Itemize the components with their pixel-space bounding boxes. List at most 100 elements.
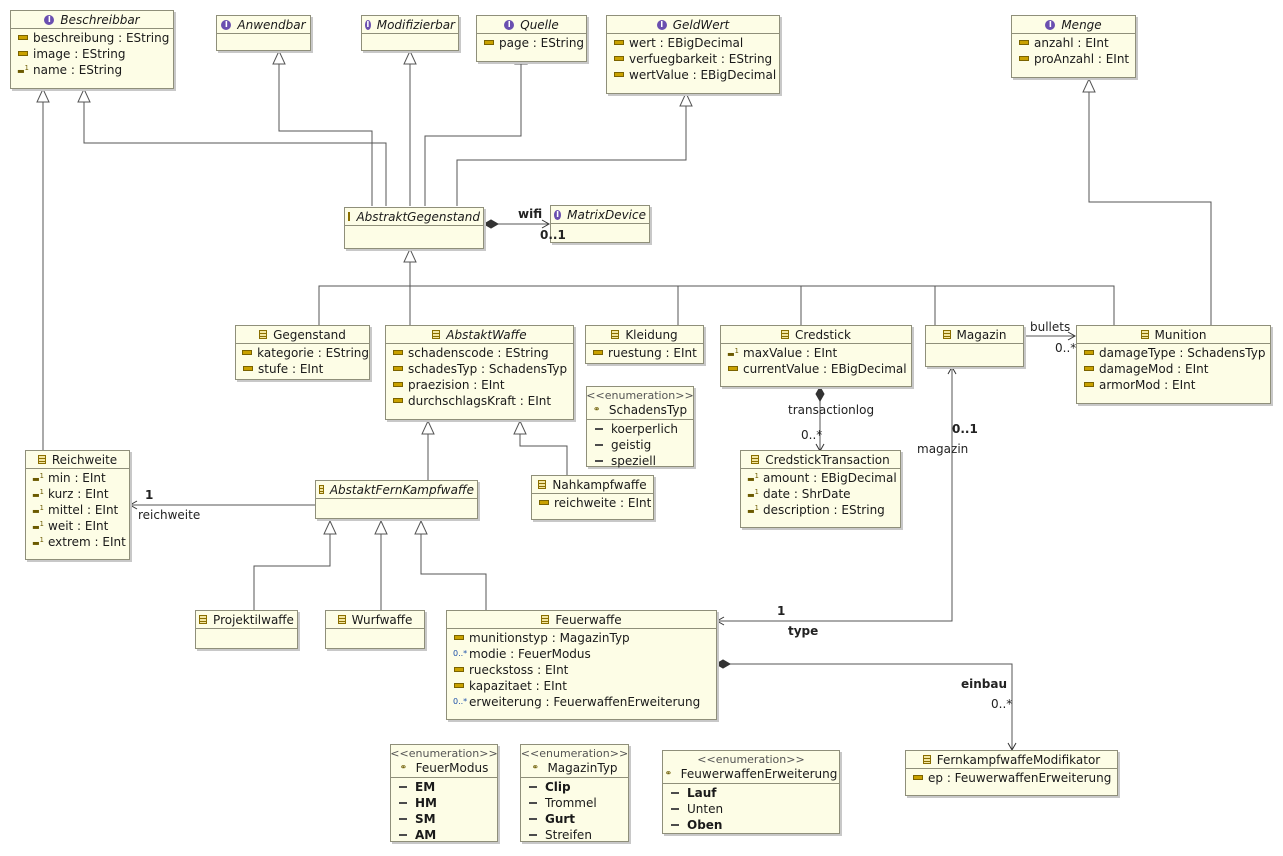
attribute-row[interactable]: reichweite : EInt xyxy=(532,495,653,511)
attribute-row[interactable]: damageType : SchadensTyp xyxy=(1077,345,1270,361)
literal-row[interactable]: Trommel xyxy=(521,795,628,811)
key-attribute-icon: ▬1 xyxy=(32,536,44,548)
literal-row[interactable]: Lauf xyxy=(663,785,839,801)
literal-row[interactable]: Oben xyxy=(663,817,839,833)
class-wurfwaffe[interactable]: Wurfwaffe xyxy=(325,610,425,649)
attribute-row[interactable]: armorMod : EInt xyxy=(1077,377,1270,393)
class-kleidung[interactable]: Kleidung ruestung : EInt xyxy=(585,325,704,364)
attribute-icon xyxy=(453,665,464,675)
attribute-row[interactable]: anzahl : EInt xyxy=(1012,35,1135,51)
attribute-row[interactable]: 0..*erweiterung : FeuerwaffenErweiterung xyxy=(447,694,716,710)
literal-icon xyxy=(399,834,407,836)
literal-row[interactable]: AM xyxy=(391,827,497,843)
enum-schadenstyp[interactable]: <<enumeration>>⚭SchadensTyp koerperlich … xyxy=(586,386,694,469)
literal-row[interactable]: speziell xyxy=(587,453,693,469)
class-nahkampfwaffe[interactable]: Nahkampfwaffe reichweite : EInt xyxy=(531,475,654,520)
attribute-label: durchschlagsKraft : EInt xyxy=(408,394,552,408)
enum-magazintyp[interactable]: <<enumeration>>⚭MagazinTyp Clip Trommel … xyxy=(520,744,629,842)
association-einbau xyxy=(730,663,1013,750)
class-abstaktfernkampfwaffe[interactable]: AbstaktFernKampfwaffe xyxy=(315,480,478,519)
class-feuerwaffe[interactable]: Feuerwaffe munitionstyp : MagazinTyp 0..… xyxy=(446,610,717,720)
class-magazin[interactable]: Magazin xyxy=(925,325,1024,367)
attribute-row[interactable]: page : EString xyxy=(477,35,586,51)
attribute-row[interactable]: damageMod : EInt xyxy=(1077,361,1270,377)
class-abstraktgegenstand[interactable]: AbstraktGegenstand xyxy=(344,207,484,249)
edge-multiplicity-reichweite: 1 xyxy=(145,488,154,502)
class-gegenstand[interactable]: Gegenstand kategorie : EString stufe : E… xyxy=(235,325,370,380)
node-name: Quelle xyxy=(520,17,559,32)
attribute-row[interactable]: 0..*modie : FeuerModus xyxy=(447,646,716,662)
interface-quelle[interactable]: I Quelle page : EString xyxy=(476,15,587,62)
attribute-icon xyxy=(242,348,252,358)
literal-row[interactable]: geistig xyxy=(587,437,693,453)
literal-row[interactable]: HM xyxy=(391,795,497,811)
literal-row[interactable]: Clip xyxy=(521,779,628,795)
attribute-row[interactable]: kapazitaet : EInt xyxy=(447,678,716,694)
literal-row[interactable]: Gurt xyxy=(521,811,628,827)
enum-feuwerwaffenerweiterung[interactable]: <<enumeration>>⚭FeuwerwaffenErweiterung … xyxy=(662,750,840,834)
attribute-row[interactable]: stufe : EInt xyxy=(236,361,369,377)
generalization-arrowhead xyxy=(77,87,91,103)
navigation-arrowhead xyxy=(715,616,725,626)
literal-label: speziell xyxy=(611,454,656,468)
node-name: Munition xyxy=(1154,327,1207,342)
attribute-row[interactable]: image : EString xyxy=(11,46,173,62)
node-name: FeuerModus xyxy=(415,760,489,775)
literal-row[interactable]: Unten xyxy=(663,801,839,817)
class-abstaktwaffe[interactable]: AbstaktWaffe schadenscode : EString scha… xyxy=(385,325,574,420)
interface-icon: I xyxy=(504,19,515,30)
attribute-label: ruestung : EInt xyxy=(608,346,697,360)
key-attribute-icon: ▬1 xyxy=(32,472,44,484)
class-icon xyxy=(751,455,760,464)
attribute-row[interactable]: kategorie : EString xyxy=(236,345,369,361)
attribute-row[interactable]: wert : EBigDecimal xyxy=(607,35,779,51)
class-fernkampfwaffemodifikator[interactable]: FernkampfwaffeModifikator ep : Feuwerwaf… xyxy=(905,750,1118,796)
attribute-row[interactable]: wertValue : EBigDecimal xyxy=(607,67,779,83)
attribute-icon xyxy=(1018,54,1029,64)
attribute-row[interactable]: rueckstoss : EInt xyxy=(447,662,716,678)
node-name: CredstickTransaction xyxy=(765,452,890,467)
key-attribute-icon: ▬1 xyxy=(17,64,29,76)
literal-row[interactable]: koerperlich xyxy=(587,421,693,437)
class-munition[interactable]: Munition damageType : SchadensTyp damage… xyxy=(1076,325,1271,404)
attribute-row[interactable]: verfuegbarkeit : EString xyxy=(607,51,779,67)
edge-label-bullets: bullets xyxy=(1030,320,1071,334)
attribute-row[interactable]: beschreibung : EString xyxy=(11,30,173,46)
enum-feuermodus[interactable]: <<enumeration>>⚭FeuerModus EM HM SM AM xyxy=(390,744,498,842)
literal-row[interactable]: Streifen xyxy=(521,827,628,843)
attribute-row[interactable]: ruestung : EInt xyxy=(586,345,703,361)
attribute-row[interactable]: praezision : EInt xyxy=(386,377,573,393)
class-projektilwaffe[interactable]: Projektilwaffe xyxy=(195,610,298,649)
attribute-row[interactable]: munitionstyp : MagazinTyp xyxy=(447,630,716,646)
generalization-edge xyxy=(278,64,373,206)
attribute-row[interactable]: schadenscode : EString xyxy=(386,345,573,361)
attribute-row[interactable]: ep : FeuwerwaffenErweiterung xyxy=(906,770,1117,786)
literal-row[interactable]: EM xyxy=(391,779,497,795)
attribute-row[interactable]: proAnzahl : EInt xyxy=(1012,51,1135,67)
node-name: Gegenstand xyxy=(273,327,346,342)
literal-row[interactable]: SM xyxy=(391,811,497,827)
attribute-row[interactable]: currentValue : EBigDecimal xyxy=(721,361,911,377)
attribute-row[interactable]: durchschlagsKraft : EInt xyxy=(386,393,573,409)
node-name: Magazin xyxy=(956,327,1007,342)
attribute-row[interactable]: schadesTyp : SchadensTyp xyxy=(386,361,573,377)
